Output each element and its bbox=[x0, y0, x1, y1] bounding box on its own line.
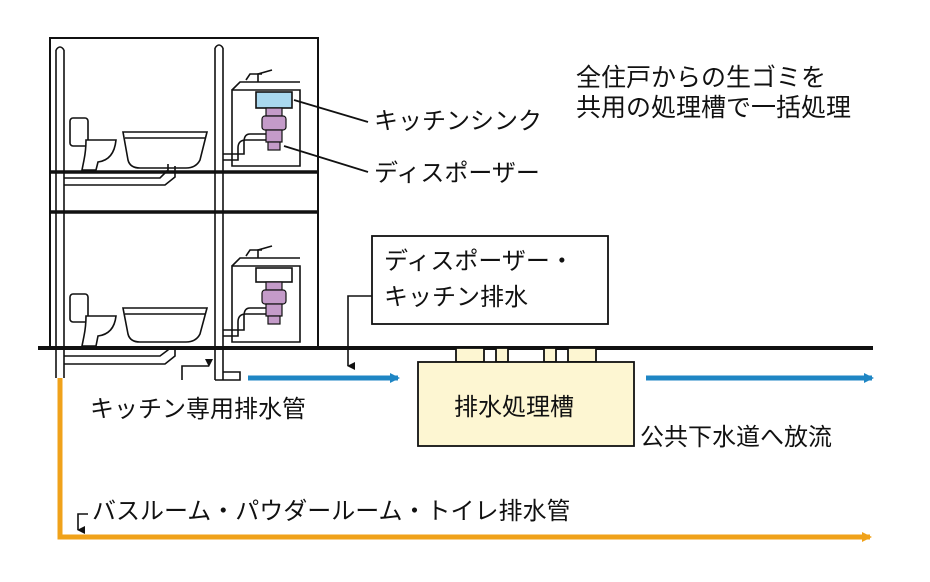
disposer-leader bbox=[283, 145, 369, 173]
description-line-1: 全住戸からの生ゴミを bbox=[576, 63, 827, 92]
lower-disposer-icon bbox=[261, 281, 287, 325]
kitchen-sink-label: キッチンシンク bbox=[374, 107, 542, 135]
upper-branch-drain bbox=[64, 164, 169, 179]
description-line-2: 共用の処理槽で一括処理 bbox=[576, 93, 852, 122]
upper-kitchen-unit bbox=[231, 69, 301, 167]
public-sewer-label: 公共下水道へ放流 bbox=[640, 423, 832, 451]
upper-disposer-icon bbox=[261, 107, 287, 151]
lower-sink-basin bbox=[255, 267, 293, 283]
kitchen-pipe-label: キッチン専用排水管 bbox=[90, 395, 306, 423]
bath-pipe-pointer bbox=[77, 513, 88, 534]
upper-bathtub-icon bbox=[122, 131, 209, 169]
lower-kitchen-trap bbox=[223, 313, 266, 337]
kitchen-sink-leader bbox=[293, 99, 369, 123]
lower-branch-drain bbox=[64, 346, 169, 357]
drain-box-label-line-2: キッチン排水 bbox=[384, 283, 528, 311]
drain-box-pointer bbox=[347, 295, 372, 370]
kitchen-vertical-pipe bbox=[214, 44, 241, 381]
bath-vertical-pipe bbox=[55, 46, 65, 378]
upper-sink-basin bbox=[255, 91, 293, 109]
upper-toilet-icon bbox=[69, 117, 117, 171]
upper-kitchen-trap bbox=[223, 139, 266, 161]
drain-box bbox=[371, 235, 609, 325]
treatment-tank-label: 排水処理槽 bbox=[454, 393, 574, 421]
kitchen-pipe-pointer bbox=[181, 359, 213, 380]
lower-bathtub-icon bbox=[122, 307, 209, 343]
bath-flow-arrow bbox=[57, 378, 872, 542]
drain-box-label-line-1: ディスポーザー・ bbox=[384, 247, 574, 275]
disposer-label: ディスポーザー bbox=[374, 159, 540, 187]
treatment-tank-shape bbox=[417, 347, 635, 447]
lower-toilet-icon bbox=[69, 293, 117, 347]
lower-kitchen-unit bbox=[231, 245, 301, 343]
bath-pipe-label: バスルーム・パウダールーム・トイレ排水管 bbox=[92, 497, 571, 525]
